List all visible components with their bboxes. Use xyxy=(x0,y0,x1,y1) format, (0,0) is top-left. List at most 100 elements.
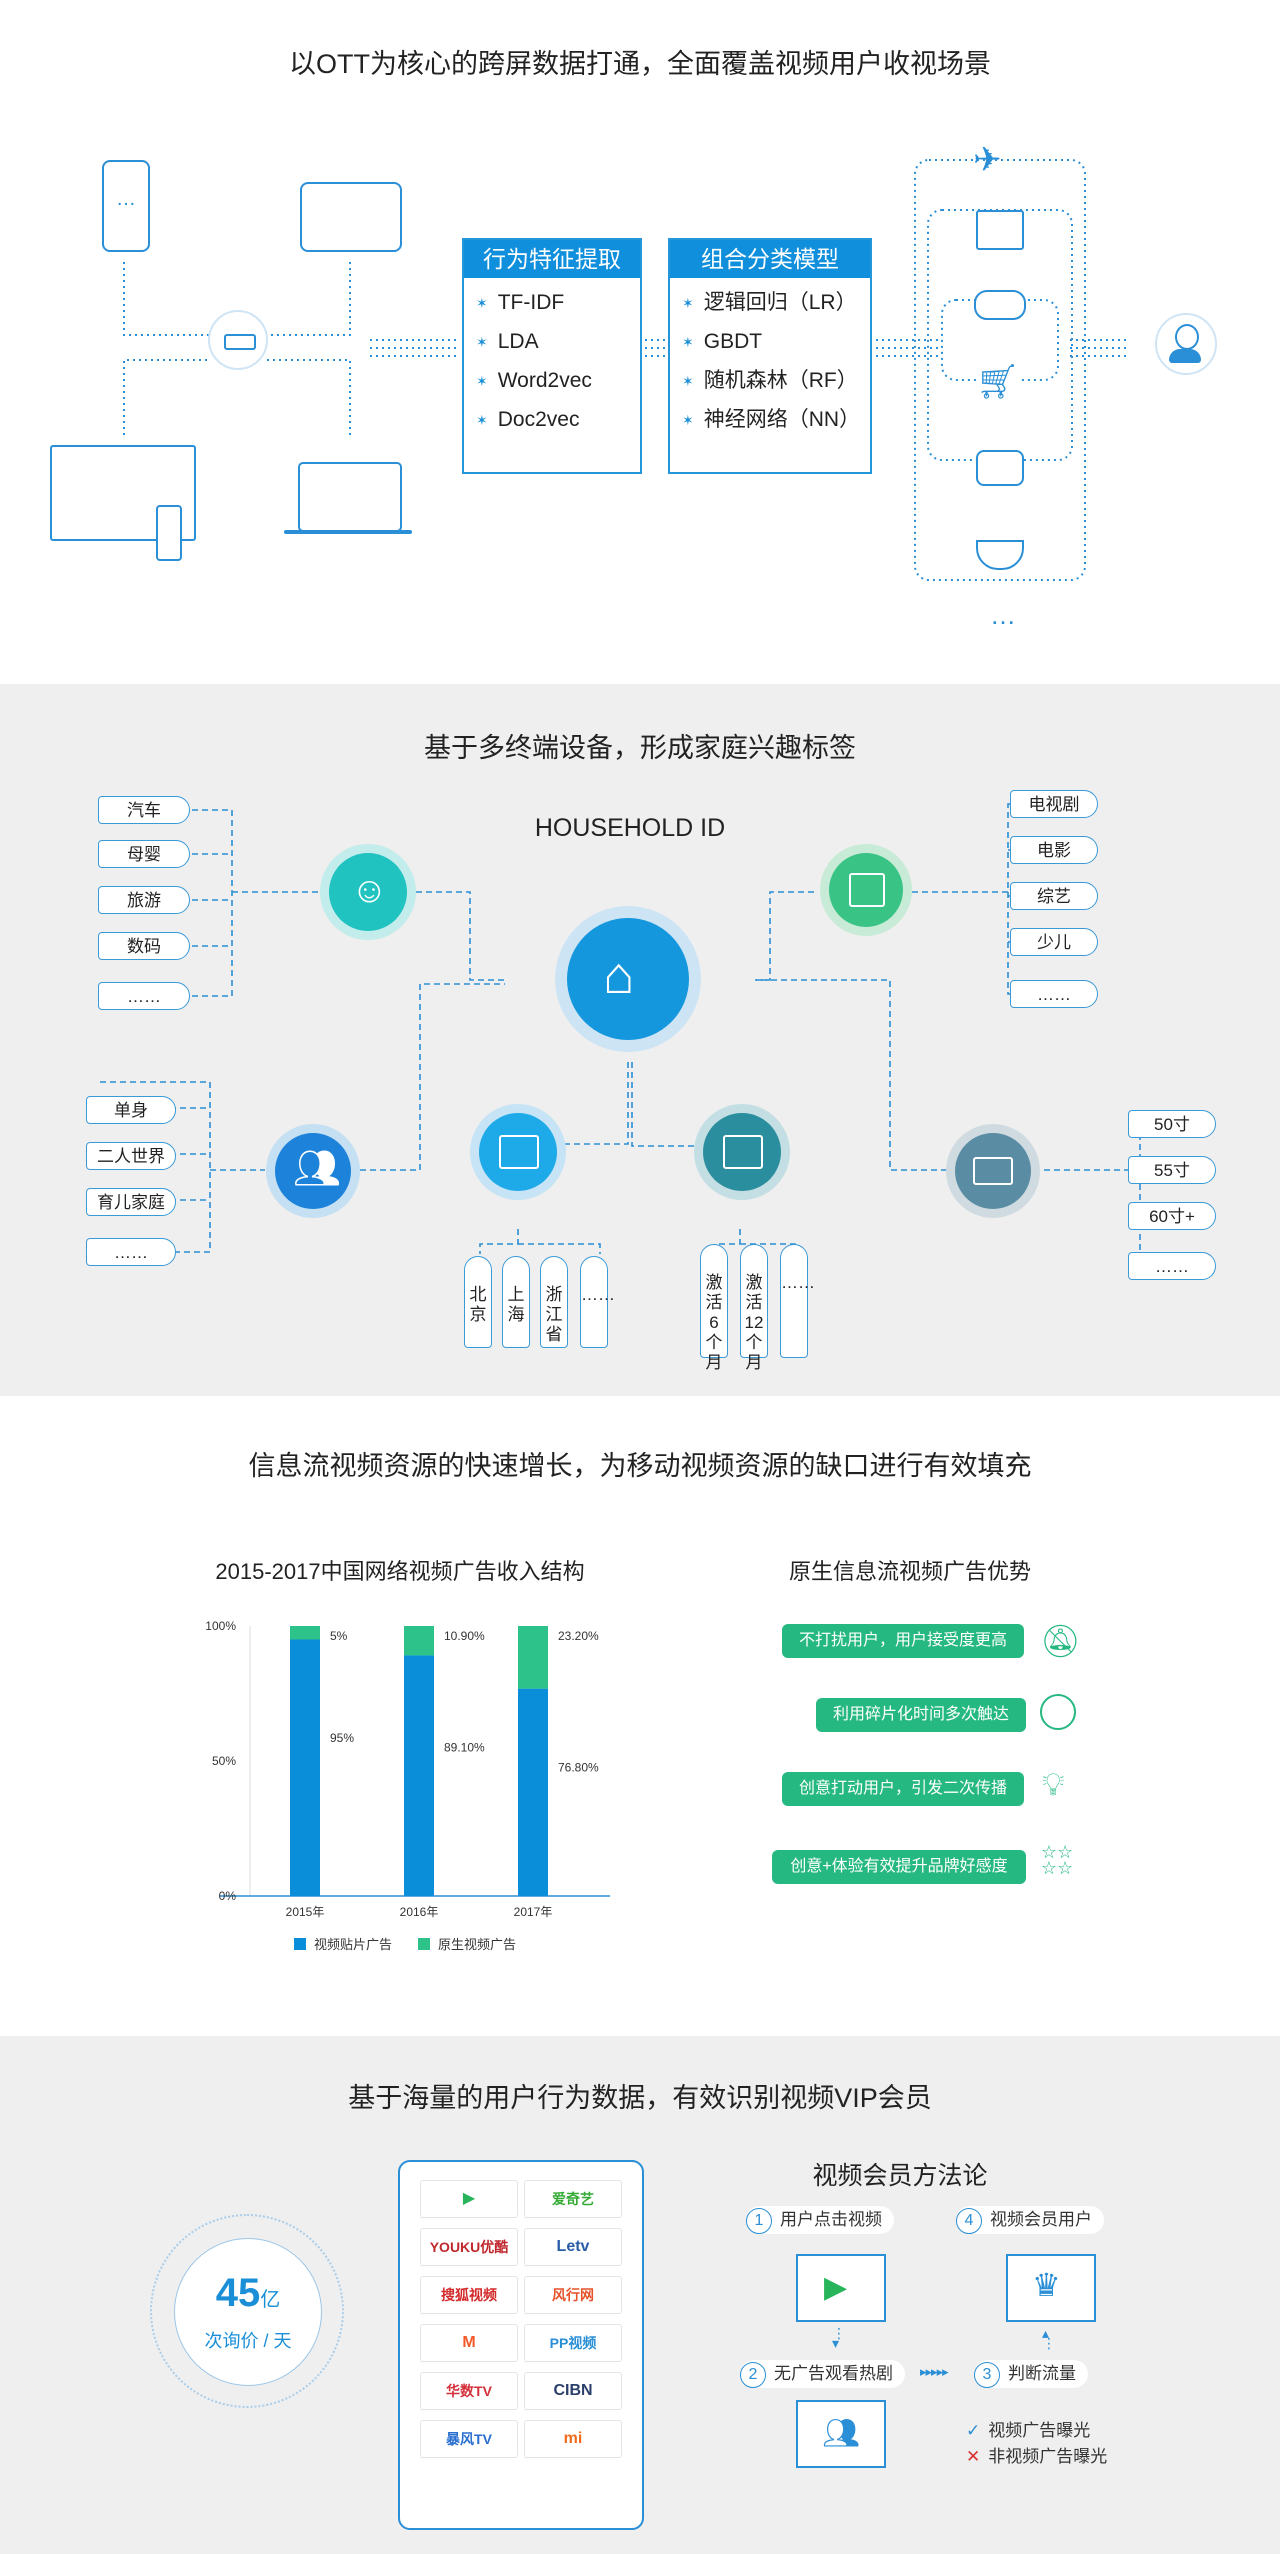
airplane-icon: ✈ xyxy=(973,141,1002,179)
chart-title: 2015-2017中国网络视频广告收入结构 xyxy=(215,1559,585,1584)
star-icon: ✶ xyxy=(682,373,694,390)
family-tag: …… xyxy=(86,1238,176,1266)
interest-tag: …… xyxy=(98,982,190,1010)
bar-segment xyxy=(518,1688,548,1896)
size-tag: 50寸 xyxy=(1128,1110,1216,1138)
family-tag: 二人世界 xyxy=(86,1142,176,1170)
star-icon: ✶ xyxy=(476,295,488,312)
partner-logo: 华数TV xyxy=(420,2372,518,2410)
legend-exposed: ✓视频广告曝光 xyxy=(966,2421,1091,2440)
section-title: 基于海量的用户行为数据，有效识别视频VIP会员 xyxy=(348,2083,932,2113)
x-tick-label: 2016年 xyxy=(400,1905,439,1919)
activation-node xyxy=(694,1104,790,1200)
partner-logo: Letv xyxy=(524,2228,622,2266)
family-tag: 单身 xyxy=(86,1096,176,1124)
lightbulb-icon: 💡︎ xyxy=(1042,1766,1065,1802)
arrow-down-icon: ⋮▾ xyxy=(832,2325,846,2351)
legend-swatch xyxy=(418,1938,430,1950)
revenue-chart: 100%50%0%95%5%2015年89.10%10.90%2016年76.8… xyxy=(205,1619,610,1952)
video-play-icon: ▶ xyxy=(796,2254,886,2322)
data-label: 5% xyxy=(330,1629,348,1643)
size-tag: 55寸 xyxy=(1128,1156,1216,1184)
section-household: 基于多终端设备，形成家庭兴趣标签 HOUSEHOLD ID ⌂ 汽车 xyxy=(0,684,1280,1396)
list-item: ✶逻辑回归（LR） xyxy=(682,291,857,314)
x-tick-label: 2017年 xyxy=(514,1905,553,1919)
arrow-up-icon: ▴⋮ xyxy=(1042,2325,1056,2351)
section-ott: 以OTT为核心的跨屏数据打通，全面覆盖视频用户收视场景 … 行为特征提取 ✶T xyxy=(0,0,1280,680)
film-icon xyxy=(976,210,1024,250)
bar-segment xyxy=(404,1626,434,1656)
partner-logo: PP视频 xyxy=(524,2324,622,2362)
clock-browser-icon xyxy=(723,1135,763,1169)
household-id-label: HOUSEHOLD ID xyxy=(534,814,726,842)
bar-segment xyxy=(290,1626,320,1640)
location-browser-icon xyxy=(499,1135,539,1169)
data-label: 95% xyxy=(330,1731,354,1745)
house-icon: ⌂ xyxy=(603,947,635,1005)
y-tick-label: 100% xyxy=(205,1619,236,1633)
list-item: ✶Doc2vec xyxy=(476,408,580,431)
legend-swatch xyxy=(294,1938,306,1950)
star-icon: ✶ xyxy=(682,412,694,429)
partner-logo: 搜狐视频 xyxy=(420,2276,518,2314)
chat-icon xyxy=(976,450,1024,486)
location-tag: 上海 xyxy=(502,1256,530,1348)
interest-tag: 汽车 xyxy=(98,796,190,824)
tv-icon xyxy=(973,1157,1013,1185)
list-item: ✶随机森林（RF） xyxy=(682,369,858,392)
partner-logo: 爱奇艺 xyxy=(524,2180,622,2218)
router-icon xyxy=(208,310,268,370)
location-tag: …… xyxy=(580,1256,615,1348)
legend-label: 视频贴片广告 xyxy=(314,1937,392,1952)
star-icon: ✶ xyxy=(476,334,488,351)
phone-screen-dots: … xyxy=(116,188,136,210)
stars-icon: ☆☆☆☆ xyxy=(1040,1842,1074,1878)
list-item: ✶LDA xyxy=(476,330,539,353)
legend-label: 原生视频广告 xyxy=(438,1937,516,1952)
check-icon: ✓ xyxy=(966,2421,981,2440)
more-scenes: … xyxy=(990,600,1016,630)
list-item: ✶TF-IDF xyxy=(476,291,565,314)
partner-logo: ▶ xyxy=(420,2180,518,2218)
stat-unit: 亿 xyxy=(260,2289,281,2311)
location-tag: 北京 xyxy=(464,1256,492,1348)
activation-tag: 激活6个月 xyxy=(700,1244,728,1372)
cross-icon: ✕ xyxy=(966,2447,981,2466)
data-label: 23.20% xyxy=(558,1629,599,1643)
tv-size-node xyxy=(946,1124,1040,1218)
clock-icon xyxy=(1040,1694,1076,1730)
location-tag: 浙江省 xyxy=(540,1256,568,1348)
bar-segment xyxy=(404,1655,434,1896)
user-tags-icon: ☺ xyxy=(351,869,388,910)
family-node: 👥︎ xyxy=(266,1124,360,1218)
y-tick-label: 0% xyxy=(219,1889,237,1903)
data-label: 89.10% xyxy=(444,1741,485,1755)
section-feed-video: 信息流视频资源的快速增长，为移动视频资源的缺口进行有效填充 2015-2017中… xyxy=(0,1396,1280,2036)
location-node xyxy=(470,1104,566,1200)
advantage-title: 原生信息流视频广告优势 xyxy=(788,1559,1031,1584)
stat-number: 45 xyxy=(215,2271,261,2315)
interest-tag: 旅游 xyxy=(98,886,190,914)
inquiry-stat: 45亿 次询价 / 天 xyxy=(150,2214,344,2408)
content-tag: …… xyxy=(1010,980,1098,1008)
star-icon: ✶ xyxy=(476,412,488,429)
activation-tag: 激活12个月 xyxy=(740,1244,768,1372)
video-icon xyxy=(849,873,885,907)
advantage-pill: 创意打动用户，引发二次传播 xyxy=(782,1772,1024,1806)
classification-model-box: 组合分类模型 ✶逻辑回归（LR） ✶GBDT ✶随机森林（RF） ✶神经网络（N… xyxy=(668,238,872,474)
size-tag: 60寸+ xyxy=(1128,1202,1216,1230)
shopping-cart-icon: 🛒︎ xyxy=(976,362,1020,402)
tablet-icon xyxy=(300,182,402,252)
star-icon: ✶ xyxy=(682,334,694,351)
people-icon: 👥︎ xyxy=(293,1148,342,1190)
crown-film-icon: ♛ xyxy=(1006,2254,1096,2322)
star-icon: ✶ xyxy=(476,373,488,390)
gamepad-icon xyxy=(974,290,1026,320)
partner-logo: 风行网 xyxy=(524,2276,622,2314)
partner-logo: YOUKU优酷 xyxy=(420,2228,518,2266)
content-tag: 电影 xyxy=(1010,836,1098,864)
section-title: 信息流视频资源的快速增长，为移动视频资源的缺口进行有效填充 xyxy=(248,1451,1032,1481)
list-item: ✶神经网络（NN） xyxy=(682,408,861,431)
